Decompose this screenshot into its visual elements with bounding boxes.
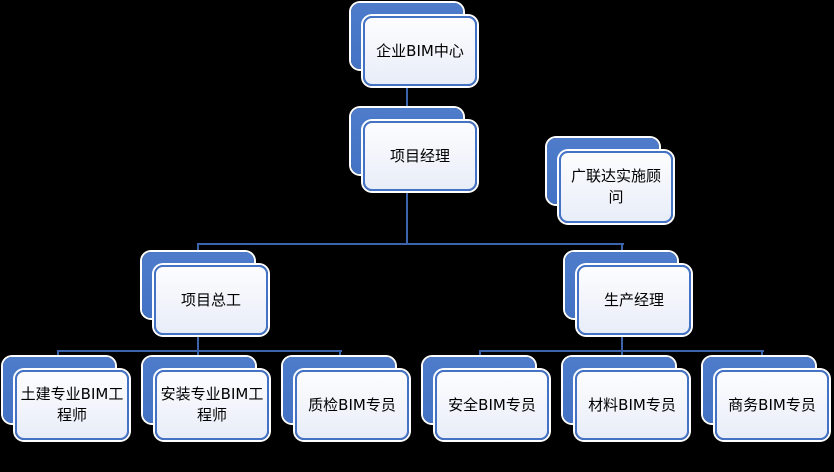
connector-chief-down (197, 318, 199, 352)
org-node-project-manager: 项目经理 (351, 108, 477, 192)
node-label: 项目经理 (389, 146, 450, 165)
connector-prod-down (621, 318, 623, 352)
node-front-plate: 质检BIM专员 (295, 370, 409, 440)
node-label: 质检BIM专员 (308, 395, 396, 414)
node-label: 广联达实施顾问 (570, 167, 661, 206)
node-label: 材料BIM专员 (588, 395, 676, 414)
node-front-plate: 广联达实施顾问 (559, 151, 673, 223)
org-node-civil-bim-engineer: 土建专业BIM工程师 (3, 357, 129, 441)
org-node-mep-bim-engineer: 安装专业BIM工程师 (143, 357, 269, 441)
node-front-plate: 材料BIM专员 (575, 370, 689, 440)
node-front-plate: 企业BIM中心 (363, 16, 477, 86)
org-node-quality-bim-specialist: 质检BIM专员 (283, 357, 409, 441)
node-label: 土建专业BIM工程师 (20, 385, 124, 424)
node-front-plate: 商务BIM专员 (715, 370, 829, 440)
connector-left-spine (57, 350, 342, 352)
node-label: 项目总工 (180, 290, 241, 309)
org-node-chief-engineer: 项目总工 (142, 252, 268, 336)
org-node-enterprise-bim-center: 企业BIM中心 (351, 3, 477, 87)
org-node-glodon-consultant: 广联达实施顾问 (547, 138, 673, 223)
org-node-commerce-bim-specialist: 商务BIM专员 (703, 357, 829, 441)
connector-level2-spine (197, 243, 624, 245)
node-front-plate: 项目经理 (363, 121, 477, 191)
node-label: 安全BIM专员 (448, 395, 536, 414)
org-node-material-bim-specialist: 材料BIM专员 (563, 357, 689, 441)
org-node-safety-bim-specialist: 安全BIM专员 (423, 357, 549, 441)
node-label: 商务BIM专员 (728, 395, 816, 414)
node-label: 安装专业BIM工程师 (160, 385, 264, 424)
node-front-plate: 土建专业BIM工程师 (15, 370, 129, 440)
connector-root-to-pm (406, 78, 408, 126)
node-front-plate: 安全BIM专员 (435, 370, 549, 440)
node-label: 企业BIM中心 (376, 41, 464, 60)
node-front-plate: 项目总工 (154, 265, 268, 335)
node-front-plate: 生产经理 (577, 265, 691, 335)
node-label: 生产经理 (603, 290, 664, 309)
connector-pm-down (406, 185, 408, 245)
node-front-plate: 安装专业BIM工程师 (155, 370, 269, 440)
org-node-production-manager: 生产经理 (565, 252, 691, 336)
